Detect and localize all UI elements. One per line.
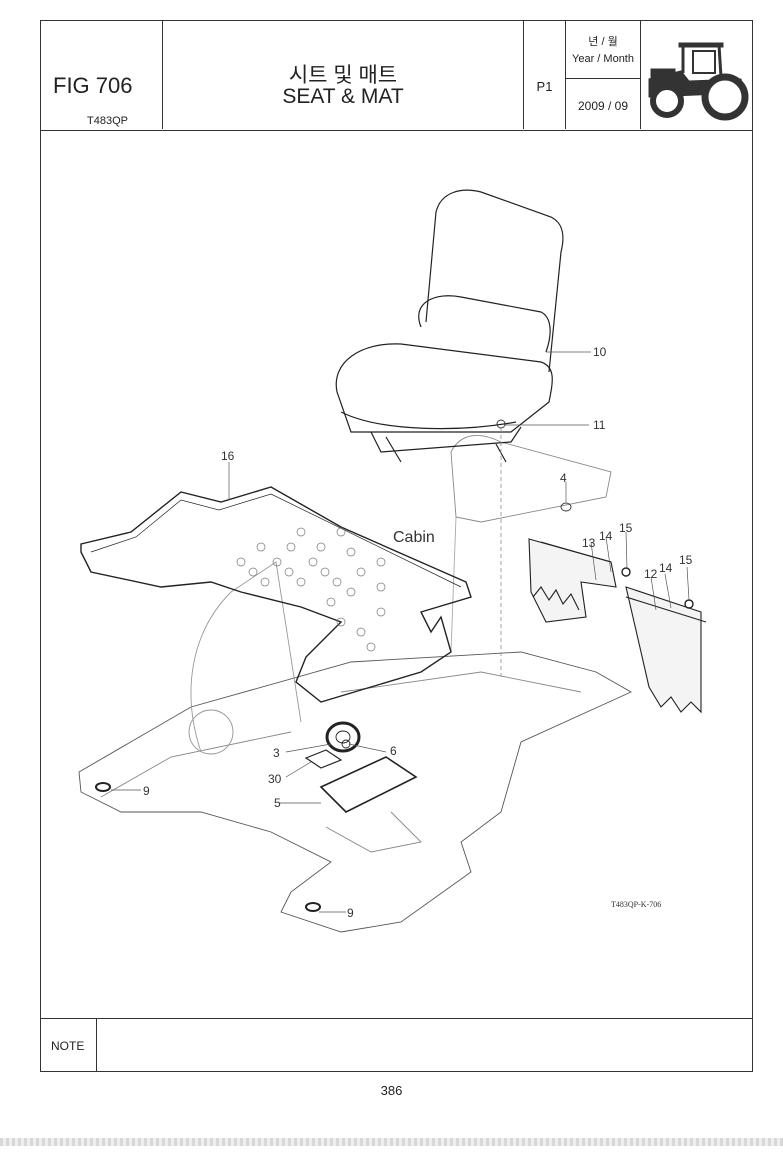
callout-12: 12 (644, 567, 658, 581)
callout-13: 13 (582, 536, 596, 550)
callout-11: 11 (593, 418, 606, 432)
tractor-cell (641, 21, 754, 129)
year-month-english: Year / Month (572, 53, 634, 65)
cabin-wall (450, 435, 612, 523)
seat (335, 189, 564, 463)
callout-16: 16 (221, 449, 235, 463)
scan-edge (0, 1138, 783, 1146)
floor-frame (78, 651, 632, 933)
page-code-cell: P1 (524, 21, 566, 129)
title-cell: 시트 및 매트 SEAT & MAT (163, 21, 524, 129)
mat-holes (236, 527, 386, 652)
pad-30 (304, 749, 343, 769)
callout-9b: 9 (347, 906, 354, 920)
floor-mat (80, 486, 472, 703)
callout-15b: 15 (679, 553, 693, 567)
grommet-3 (325, 721, 361, 753)
clip-4 (560, 502, 572, 512)
callout-3: 3 (273, 746, 280, 760)
title-korean: 시트 및 매트 (288, 64, 398, 87)
tractor-icon (648, 42, 749, 121)
callout-14b: 14 (659, 561, 673, 575)
callout-15a: 15 (619, 521, 633, 535)
drawing-code: T483QP-K-706 (611, 900, 661, 909)
page-frame: FIG 706 T483QP 시트 및 매트 SEAT & MAT P1 년 /… (40, 20, 753, 1072)
note-label: NOTE (41, 1019, 97, 1071)
bolt-6 (341, 739, 351, 749)
fig-label: FIG 706 (53, 73, 133, 98)
model-code: T483QP (87, 115, 128, 127)
mount-9a (95, 782, 111, 792)
callout-4: 4 (560, 471, 567, 485)
callout-30: 30 (268, 772, 282, 786)
flap-12 (625, 586, 707, 714)
mount-9b (305, 902, 321, 912)
year-month-value: 2009 / 09 (577, 99, 629, 113)
page-number: 386 (380, 1083, 403, 1098)
callout-9a: 9 (143, 784, 150, 798)
callout-5: 5 (274, 796, 281, 810)
parts-diagram: 10 11 16 4 13 14 15 12 14 15 3 6 30 9 5 … (78, 189, 707, 933)
title-english: SEAT & MAT (282, 85, 404, 108)
cover-plate-5 (319, 756, 418, 813)
header: FIG 706 T483QP 시트 및 매트 SEAT & MAT P1 년 /… (41, 21, 752, 131)
cabin-label: Cabin (393, 529, 435, 546)
flap-13 (528, 538, 617, 623)
fig-cell: FIG 706 T483QP (41, 21, 163, 129)
bolt-15a (621, 567, 631, 577)
year-month-korean: 년 / 월 (588, 36, 618, 48)
page-code: P1 (536, 79, 553, 94)
callout-10: 10 (593, 345, 607, 359)
bolt-11 (496, 419, 506, 677)
callout-6: 6 (390, 744, 397, 758)
bolt-15b (684, 599, 694, 609)
callout-14a: 14 (599, 529, 613, 543)
year-month-cell: 년 / 월 Year / Month 2009 / 09 (566, 21, 641, 129)
fender (190, 561, 302, 753)
note-section: NOTE (41, 1018, 752, 1071)
